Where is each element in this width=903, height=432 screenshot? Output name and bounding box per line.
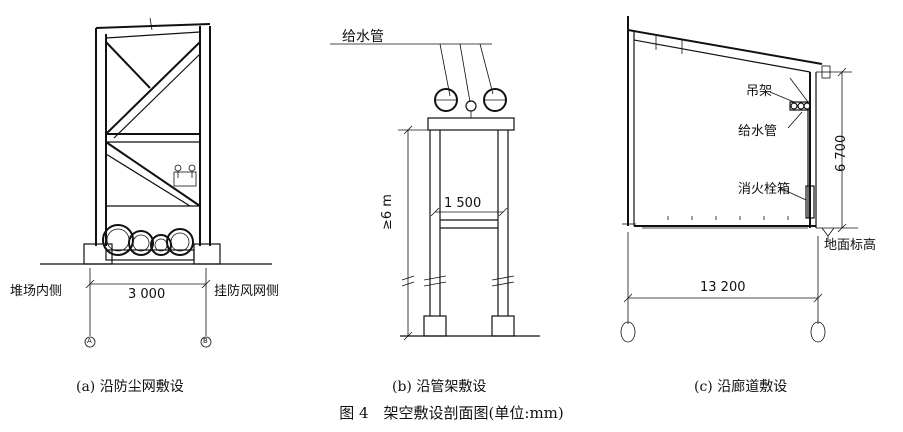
panel-c-drawing bbox=[620, 16, 858, 343]
label-water-pipe-b: 给水管 bbox=[342, 29, 384, 45]
caption-a: (a) 沿防尘网敷设 bbox=[76, 379, 184, 395]
dim-width-c: 13 200 bbox=[700, 280, 746, 295]
label-water-pipe-c: 给水管 bbox=[738, 124, 778, 139]
figure-caption: 图 4 架空敷设剖面图(单位:mm) bbox=[339, 404, 564, 422]
panel-c-corridor: 吊架 给水管 消火栓箱 地面标高 6 700 13 200 (c) 沿廊道敷设 bbox=[612, 6, 903, 395]
dim-width-a: 3 000 bbox=[128, 287, 166, 302]
axis-label-a: A bbox=[87, 337, 92, 345]
dim-width-b: 1 500 bbox=[444, 196, 482, 211]
caption-c: (c) 沿廊道敷设 bbox=[694, 379, 788, 395]
panel-b-pipe-rack: 给水管 1 500 ≥6 m (b) 沿管架敷设 bbox=[310, 6, 610, 395]
label-hydrant-box: 消火栓箱 bbox=[738, 182, 791, 197]
panel-b-drawing bbox=[330, 43, 540, 341]
label-windbreak-side: 挂防风网侧 bbox=[214, 284, 280, 299]
dim-height-c: 6 700 bbox=[834, 134, 849, 172]
caption-b: (b) 沿管架敷设 bbox=[392, 379, 487, 395]
panel-a-drawing bbox=[40, 17, 272, 348]
panel-a-dust-net: 堆场内侧 挂防风网侧 3 000 A B (a) 沿防尘网敷设 bbox=[0, 6, 310, 395]
dim-height-b: ≥6 m bbox=[380, 194, 395, 230]
label-yard-inner-side: 堆场内侧 bbox=[10, 284, 63, 299]
label-hanger: 吊架 bbox=[746, 84, 773, 99]
label-ground-level: 地面标高 bbox=[824, 238, 877, 253]
axis-label-b: B bbox=[203, 337, 208, 345]
